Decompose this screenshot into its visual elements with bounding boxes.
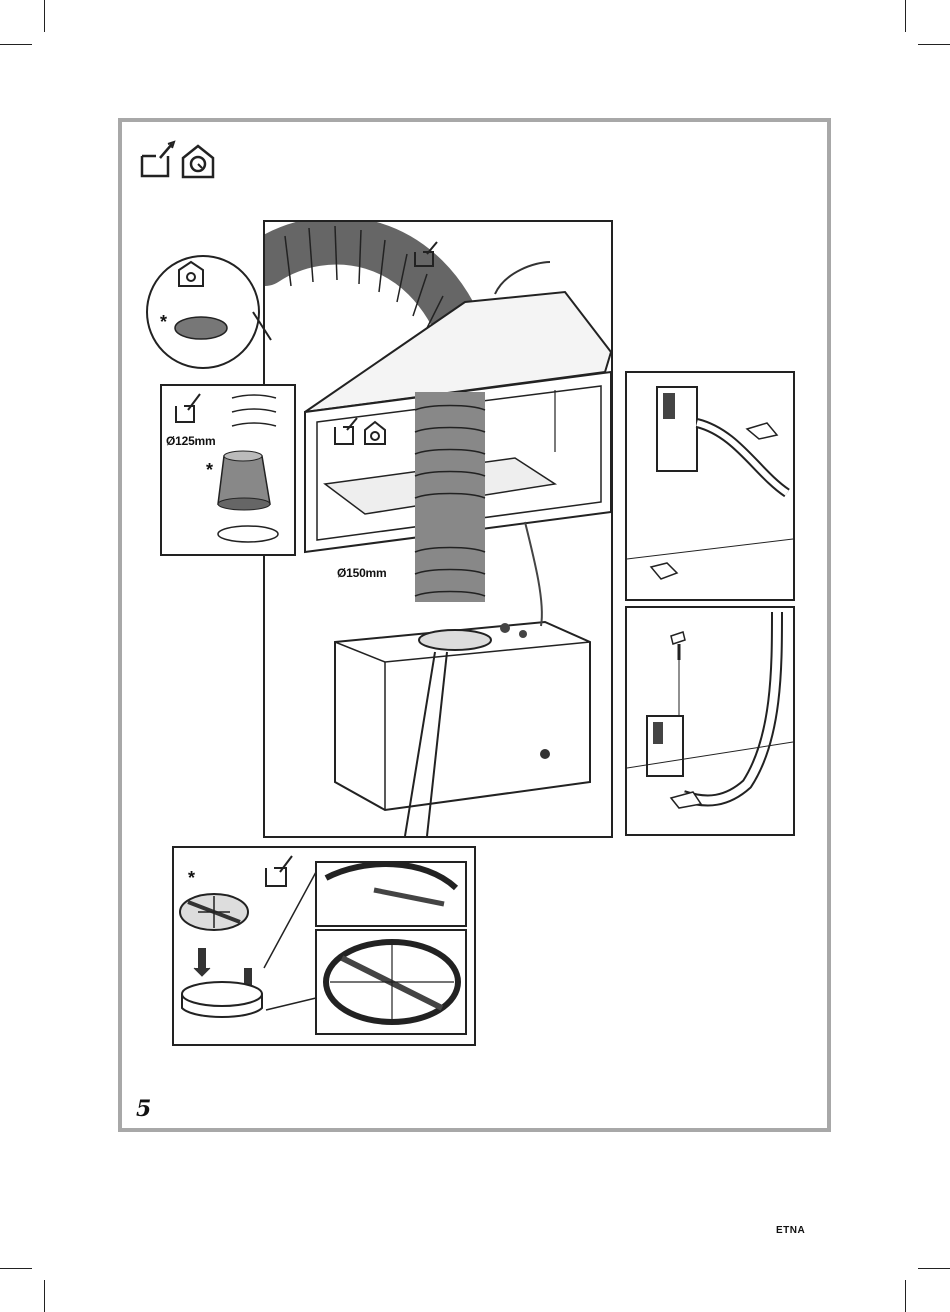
bracket-panel	[625, 371, 795, 601]
hood-installation-panel: Ø150mm	[263, 220, 613, 838]
screw-illustration	[627, 608, 793, 834]
optional-marker: *	[160, 312, 167, 333]
bracket-illustration	[627, 373, 793, 599]
crop-mark	[905, 0, 906, 32]
label-d125: Ø125mm	[166, 434, 216, 448]
crop-mark	[918, 1268, 950, 1269]
crop-mark	[918, 44, 950, 45]
crop-mark	[44, 1280, 45, 1312]
optional-marker: *	[188, 868, 195, 889]
screw-panel	[625, 606, 795, 836]
ducted-mode-icon	[138, 140, 178, 180]
reducer-illustration	[162, 386, 294, 554]
valve-illustration	[174, 848, 474, 1044]
label-d150: Ø150mm	[337, 566, 387, 580]
reducer-panel: Ø125mm *	[160, 384, 296, 556]
recirculation-mode-icon	[180, 142, 216, 180]
brand-logo: ETNA	[776, 1225, 805, 1236]
crop-mark	[0, 44, 32, 45]
crop-mark	[905, 1280, 906, 1312]
crop-mark	[44, 0, 45, 32]
page-number: 5	[136, 1096, 151, 1122]
optional-marker: *	[206, 460, 213, 481]
valve-panel: *	[172, 846, 476, 1046]
hood-illustration	[265, 222, 611, 836]
crop-mark	[0, 1268, 32, 1269]
